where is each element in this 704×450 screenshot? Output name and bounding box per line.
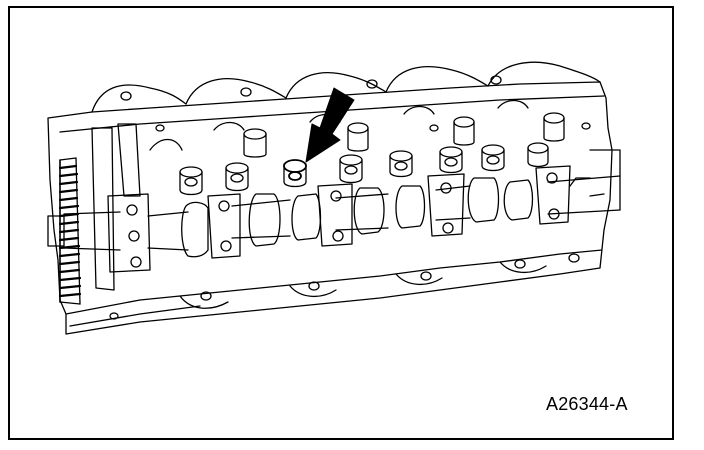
bearing-caps <box>207 165 571 259</box>
camshaft <box>47 175 621 258</box>
timing-sprocket <box>58 157 82 305</box>
valve-studs <box>179 112 565 196</box>
rear-shaft-end <box>569 149 621 197</box>
indicator-arrow <box>305 87 355 163</box>
front-bracket <box>91 123 151 291</box>
casting-holes <box>109 75 591 320</box>
figure-reference-code: A26344-A <box>546 394 628 414</box>
cylinder-head-casting <box>47 61 613 335</box>
